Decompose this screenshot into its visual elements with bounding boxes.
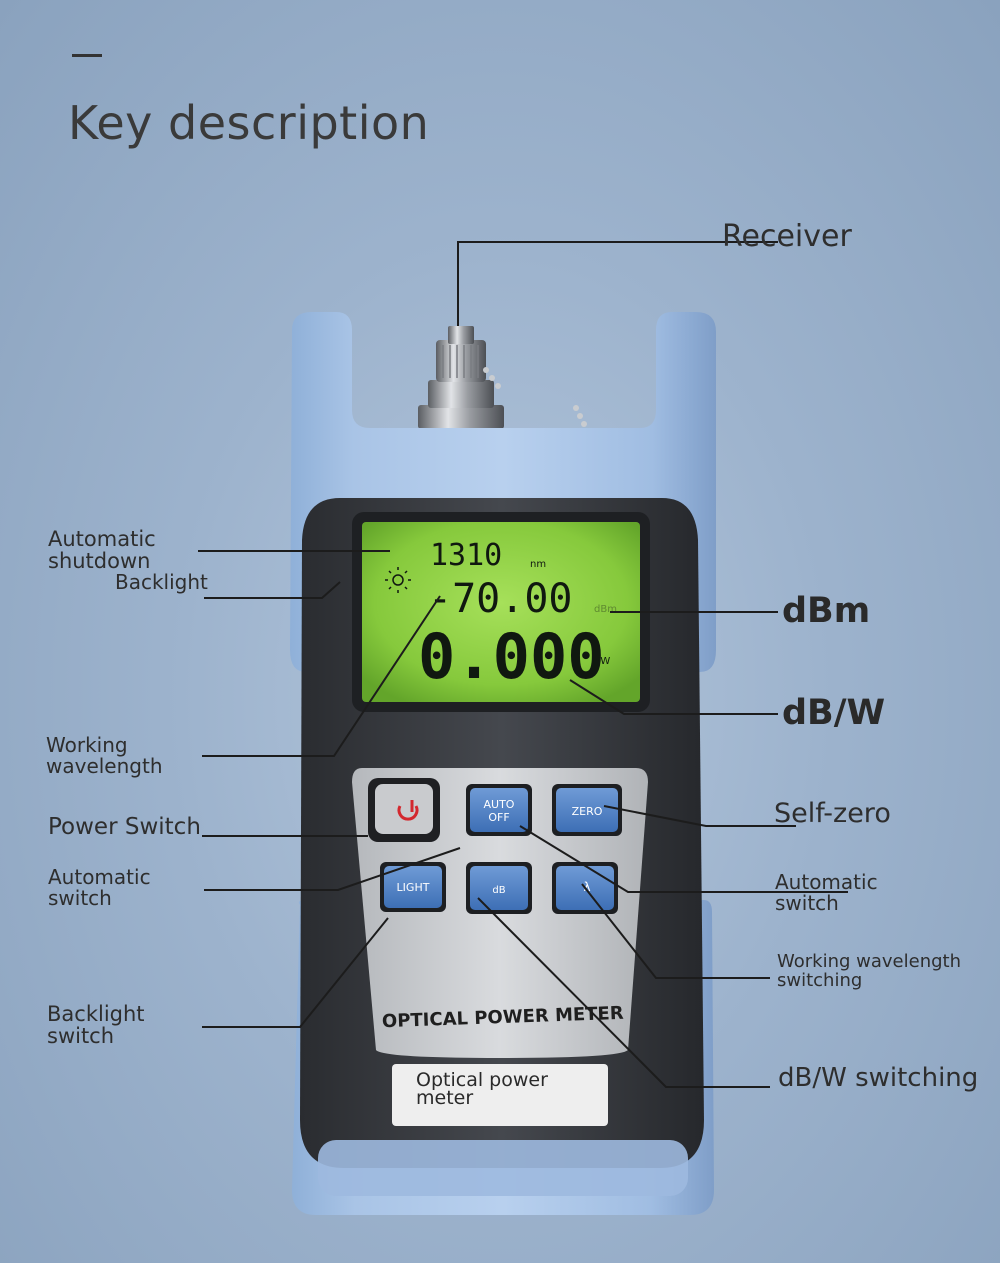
self-zero-label: Self-zero: [774, 798, 891, 829]
zero-button[interactable]: [552, 784, 622, 836]
page-title: Key description: [68, 96, 430, 150]
backlight-label: Backlight: [115, 570, 208, 594]
power-switch-label: Power Switch: [48, 814, 201, 840]
db-button[interactable]: [466, 862, 532, 914]
zero-label: ZERO: [572, 805, 603, 818]
auto-off-label-2: OFF: [488, 811, 509, 824]
backlight-switch-label: Backlight switch: [47, 1002, 145, 1049]
sticker: [392, 1064, 608, 1126]
sun-icon: [385, 567, 411, 593]
receiver-connector: [418, 326, 587, 429]
auto-off-label-1: AUTO: [484, 798, 515, 811]
working-wavelength-switching-label: Working wavelength switching: [777, 951, 961, 991]
sticker-line-1: Optical power: [416, 1069, 548, 1091]
dbw-switching-label: dB/W switching: [778, 1063, 979, 1093]
light-button[interactable]: [380, 862, 446, 912]
automatic-switch-left-label: Automatic switch: [48, 865, 151, 910]
dbm-label: dBm: [782, 591, 871, 631]
db-label: dB: [492, 885, 505, 896]
lcd-wavelength-unit: nm: [530, 559, 546, 570]
lcd-screen: [362, 522, 640, 702]
auto-off-button[interactable]: [466, 784, 532, 836]
power-button[interactable]: [368, 778, 440, 842]
automatic-switch-right-label: Automatic switch: [775, 870, 878, 915]
light-label: LIGHT: [397, 881, 430, 894]
title-dash: [72, 54, 102, 57]
automatic-shutdown-label: Automatic shutdown: [48, 527, 156, 574]
base-pad: [318, 1140, 688, 1196]
dbw-label: dB/W: [782, 693, 886, 733]
sticker-line-2: meter: [416, 1087, 473, 1109]
lcd-power-unit: nW: [594, 656, 610, 667]
receiver-label: Receiver: [722, 219, 852, 254]
lcd-dbm-value: -70.00: [428, 576, 573, 622]
lambda-label: λ: [583, 880, 590, 894]
leader-lines: [198, 241, 848, 1088]
lcd-dbm-unit: dBm: [594, 604, 617, 615]
lcd-power-value: 0.000: [418, 620, 605, 693]
lcd-wavelength: 1310: [430, 538, 502, 573]
working-wavelength-label: Working wavelength: [46, 733, 163, 778]
